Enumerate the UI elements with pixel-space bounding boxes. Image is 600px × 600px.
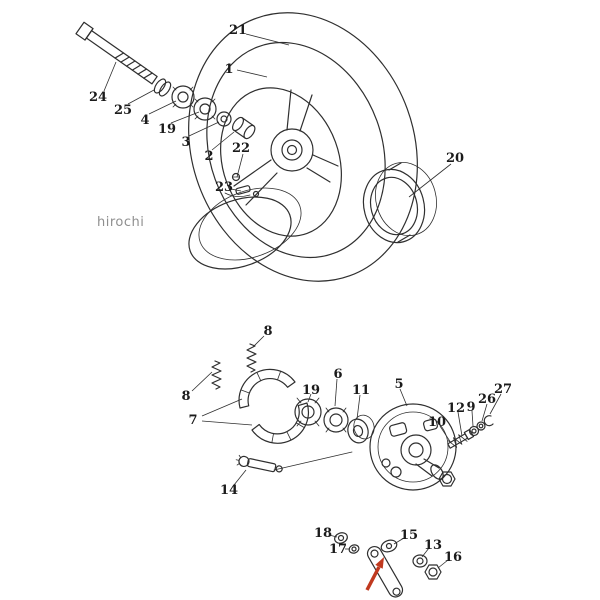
leader-lines <box>103 33 502 569</box>
hub-bearing-seal-washer <box>294 397 375 444</box>
part-number-label: 16 <box>444 550 462 565</box>
part-number-label: 20 <box>446 151 464 166</box>
part-number-label: 6 <box>333 367 342 382</box>
brake-panel <box>369 403 457 491</box>
part-number-label: 13 <box>424 538 442 553</box>
part-number-label: 19 <box>158 122 176 137</box>
hub-bracket-parts <box>224 172 260 198</box>
part-number-label: 3 <box>181 135 190 150</box>
part-number-label: 21 <box>229 23 247 38</box>
red-arrow-shaft <box>365 566 381 591</box>
brake-shoes <box>238 368 310 444</box>
part-number-label: 22 <box>232 141 250 156</box>
part-number-label: 23 <box>215 180 233 195</box>
watermark-text: hirochi <box>97 215 144 230</box>
axle-spacers-and-bearings <box>153 78 256 140</box>
adjuster-parts <box>447 415 494 449</box>
part-number-label: 5 <box>394 377 403 392</box>
part-number-label: 12 <box>447 401 465 416</box>
part-number-label: 1 <box>224 62 233 77</box>
red-pointer-arrow <box>365 557 384 591</box>
part-number-label: 10 <box>428 415 446 430</box>
lever-and-fasteners <box>334 532 442 598</box>
wheel-and-tire <box>188 12 418 282</box>
part-number-label: 4 <box>140 113 149 128</box>
part-number-label: 19 <box>302 383 320 398</box>
part-number-label: 27 <box>494 382 512 397</box>
part-number-label: 18 <box>314 526 332 541</box>
part-number-label: 24 <box>89 90 107 105</box>
part-number-label: 14 <box>220 483 238 498</box>
brake-shoe-springs <box>211 343 257 390</box>
red-arrow-head <box>375 557 384 569</box>
axle-bolt <box>75 21 158 85</box>
part-number-label: 8 <box>181 389 190 404</box>
part-number-label: 25 <box>114 103 132 118</box>
part-number-label: 15 <box>400 528 418 543</box>
part-number-label: 8 <box>263 324 272 339</box>
part-number-label: 17 <box>329 542 347 557</box>
part-number-label: 26 <box>478 392 496 407</box>
part-number-label: 7 <box>188 413 197 428</box>
part-number-label: 9 <box>466 400 475 415</box>
part-number-label: 2 <box>204 149 213 164</box>
brake-camshaft <box>235 451 353 473</box>
part-number-label: 11 <box>352 383 370 398</box>
drum-ring <box>362 162 437 244</box>
